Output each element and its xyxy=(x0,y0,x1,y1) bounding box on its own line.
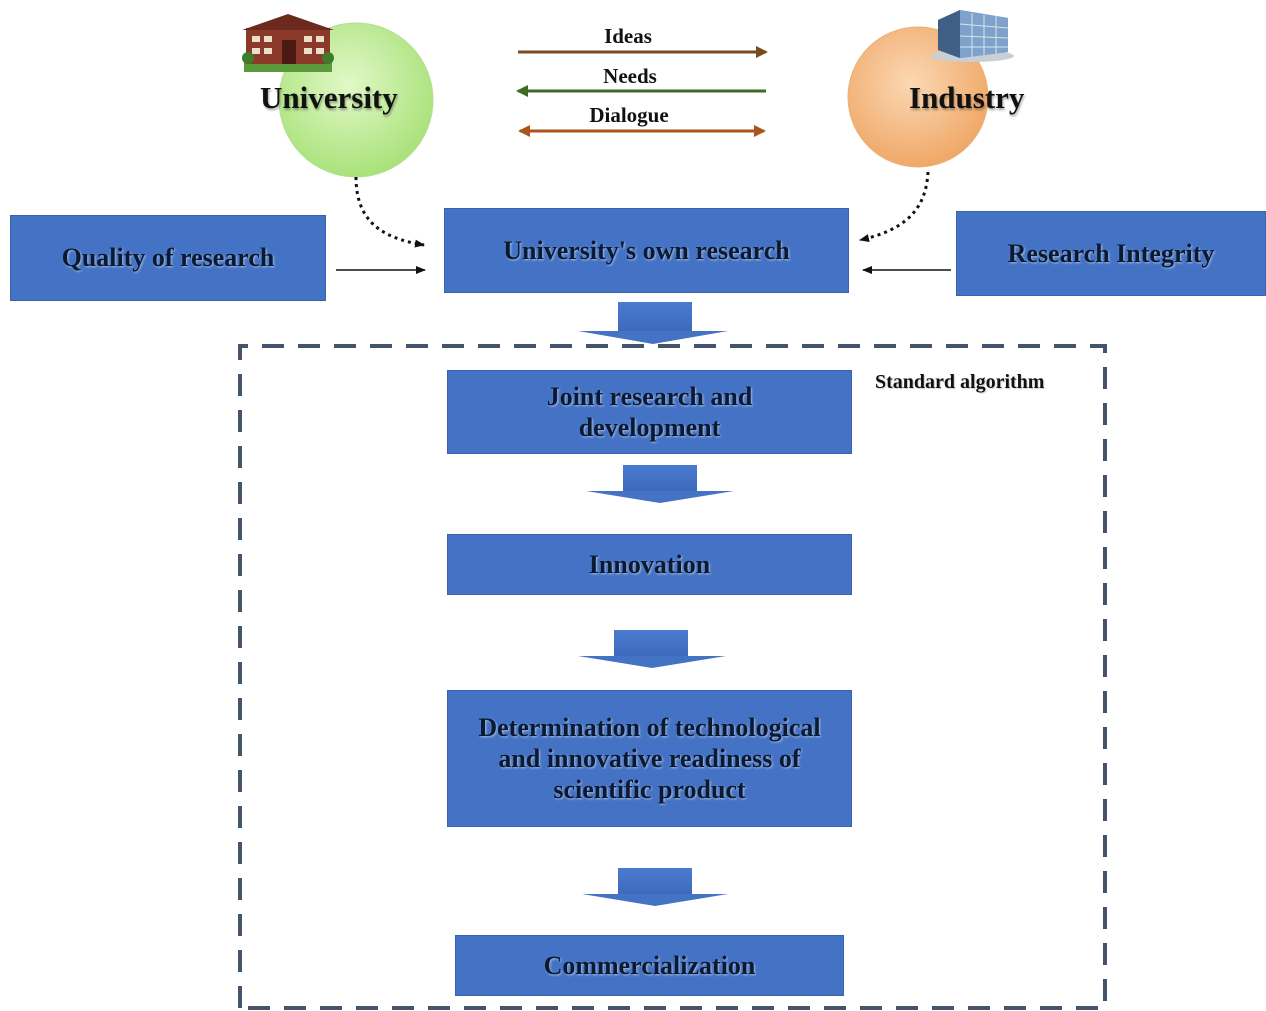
standard-algorithm-label: Standard algorithm xyxy=(875,371,1045,393)
ideas-label: Ideas xyxy=(604,24,652,48)
block-arrow-3 xyxy=(578,630,726,668)
needs-label: Needs xyxy=(603,64,657,88)
step-joint-research-box: Joint research and development xyxy=(447,370,852,454)
block-arrow-2 xyxy=(586,465,734,503)
research-integrity-label: Research Integrity xyxy=(1007,238,1215,268)
step-determination-box: Determination of technological and innov… xyxy=(447,690,852,827)
step-innovation-label: Innovation xyxy=(588,549,711,579)
step-joint-research-label: Joint research and development xyxy=(546,381,753,442)
step-determination-label: Determination of technological and innov… xyxy=(478,712,821,805)
research-integrity-box: Research Integrity xyxy=(956,211,1266,296)
university-label: University xyxy=(260,80,398,115)
quality-of-research-box: Quality of research xyxy=(10,215,326,301)
quality-of-research-label: Quality of research xyxy=(61,243,275,273)
dialogue-label: Dialogue xyxy=(589,103,669,127)
standard-algorithm-frame xyxy=(238,344,1107,1010)
own-research-label: University's own research xyxy=(503,235,790,265)
step-commercialization-box: Commercialization xyxy=(455,935,844,996)
school-building-icon xyxy=(242,14,334,72)
industry-circle xyxy=(847,26,989,168)
industry-dotted-arrow xyxy=(859,171,930,242)
step-commercialization-label: Commercialization xyxy=(543,950,756,980)
office-building-icon xyxy=(930,10,1014,62)
own-research-box: University's own research xyxy=(444,208,849,293)
block-arrow-1 xyxy=(578,302,728,344)
block-arrow-4 xyxy=(582,868,728,906)
industry-label: Industry xyxy=(909,80,1025,115)
university-dotted-arrow xyxy=(354,176,425,248)
step-innovation-box: Innovation xyxy=(447,534,852,595)
